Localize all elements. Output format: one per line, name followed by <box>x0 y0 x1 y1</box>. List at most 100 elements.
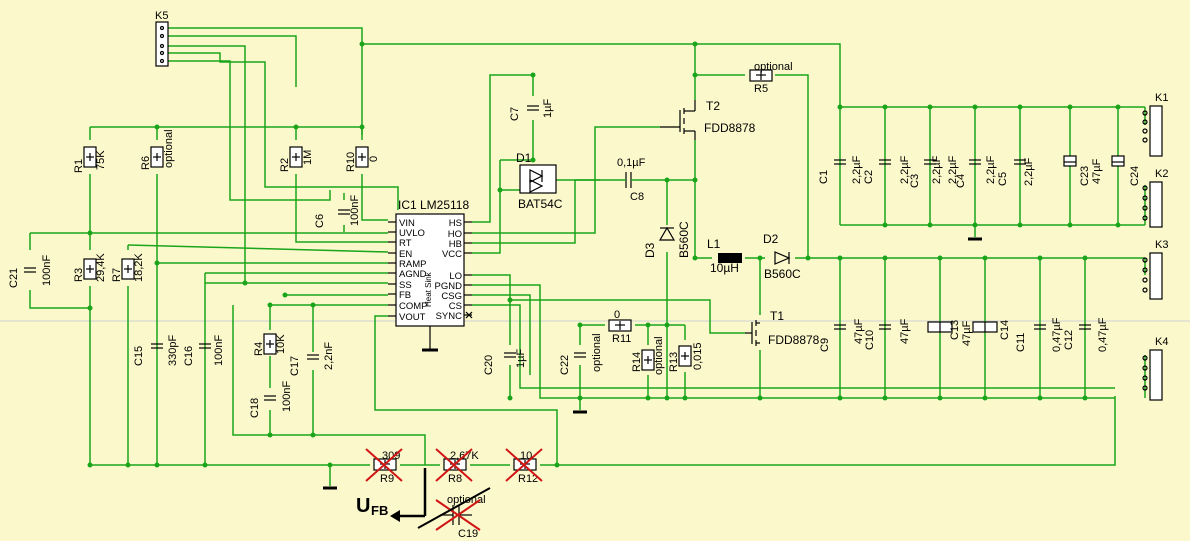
c11-label: C11 <box>1015 333 1027 352</box>
resistor-r12: 10 R12 <box>505 448 543 485</box>
r4-value: 10K <box>275 334 287 354</box>
pin-vin: VIN <box>399 218 415 229</box>
k4-label: K4 <box>1155 336 1168 348</box>
resistor-r5: optional R5 <box>749 61 793 95</box>
r5-value: optional <box>754 61 793 73</box>
pin-vcc: VCC <box>442 249 462 260</box>
r8-label: R8 <box>448 473 462 485</box>
r7-value: 18,2K <box>133 253 145 282</box>
c2-label: C2 <box>863 170 875 184</box>
cap-c14: C14 <box>972 320 1011 340</box>
cap-c6: C6 100nF <box>314 195 361 228</box>
c16-label: C16 <box>183 346 195 366</box>
c6-value: 100nF <box>349 195 361 226</box>
cap-c22: C22 optional <box>559 333 603 375</box>
r13-value: 0,015 <box>692 342 704 370</box>
c10-label: C10 <box>864 330 876 350</box>
r10-label: R10 <box>345 152 357 172</box>
cap-c15: C15 330pF <box>133 335 179 366</box>
mosfet-t1: T1 FDD8878 <box>745 309 820 347</box>
r9-value: 309 <box>382 450 400 462</box>
mosfet-t2: T2 FDD8878 <box>660 99 756 140</box>
k2-label: K2 <box>1155 168 1168 180</box>
c5-label: C5 <box>997 172 1009 186</box>
cap-c20: C20 1µF <box>483 349 527 375</box>
c3-label: C3 <box>909 174 921 188</box>
resistor-r6: R6 optional <box>140 129 175 170</box>
ic1-heatsink-label: Heat Sink <box>424 271 433 307</box>
c12-label: C12 <box>1063 330 1075 350</box>
ufb-feedback-marker: U FB <box>356 468 427 522</box>
cap-c8: 0,1µF C8 <box>600 157 646 203</box>
c11-value: 0,47µF <box>1051 317 1063 352</box>
c9-label: C9 <box>819 338 831 352</box>
pin-cs: CS <box>449 301 462 312</box>
c8-label: C8 <box>630 191 644 203</box>
resistor-r1: R1 75K <box>73 146 107 173</box>
r3-label: R3 <box>73 268 85 282</box>
c7-label: C7 <box>509 107 521 121</box>
pin-pgnd: PGND <box>435 281 463 292</box>
c20-value: 1µF <box>515 349 527 368</box>
resistor-r10: R10 0 <box>345 146 380 172</box>
pin-rt: RT <box>399 238 412 249</box>
cap-c3: C3 2,2µF <box>909 155 943 188</box>
resistor-r2: R2 1M <box>279 146 314 172</box>
c7-value: 1µF <box>542 99 554 118</box>
ufb-label: U <box>356 495 370 517</box>
d2-label: D2 <box>763 232 779 246</box>
r11-value: 0 <box>614 309 620 321</box>
cap-c5b: 2,2µF <box>1023 157 1035 186</box>
c21-label: C21 <box>8 268 20 288</box>
c16-value: 100nF <box>213 335 225 366</box>
cap-c18: C18 100nF <box>249 381 293 418</box>
ic1-left-pins: VIN UVLO RT EN RAMP AGND SS FB COMP VOUT <box>388 218 428 323</box>
ic1-label: IC1 LM25118 <box>398 198 469 212</box>
cap-c11: C11 0,47µF <box>1015 317 1063 352</box>
pin-lo: LO <box>449 271 462 282</box>
r7-label: R7 <box>111 268 123 282</box>
connector-k4: K4 <box>1142 336 1168 401</box>
pin-hb: HB <box>449 239 462 250</box>
c13-value: 47µF <box>961 320 973 346</box>
pin-uvlo: UVLO <box>399 228 425 239</box>
c8-value: 0,1µF <box>617 157 646 169</box>
r6-value: optional <box>163 129 175 168</box>
cap-c17: C17 2,2nF <box>289 342 335 376</box>
cap-c9: C9 47µF <box>819 318 865 352</box>
c14-label: C14 <box>999 320 1011 340</box>
d3-label: D3 <box>643 242 657 258</box>
ufb-subscript: FB <box>371 503 388 518</box>
r10-value: 0 <box>368 156 380 162</box>
ic1-right-pins: HS HO HB VCC LO PGND CSG CS SYNC <box>435 218 473 322</box>
pin-fb: FB <box>399 290 411 301</box>
cap-c5: C5 2,2µF <box>985 155 1026 186</box>
c23-label: C23 <box>1079 166 1091 186</box>
c22-label: C22 <box>559 355 571 375</box>
cap-c10: C10 47µF <box>864 318 911 350</box>
c17-value: 2,2nF <box>323 342 335 370</box>
c13-label: C13 <box>949 320 961 340</box>
resistor-r4: R4 10K <box>253 333 287 356</box>
r14-label: R14 <box>631 352 643 372</box>
resistor-r11: 0 R11 <box>608 309 632 345</box>
c5b-value: 2,2µF <box>1023 157 1035 186</box>
c18-label: C18 <box>249 398 261 418</box>
pin-hs: HS <box>449 218 462 229</box>
pin-csg: CSG <box>441 291 462 302</box>
r12-label: R12 <box>518 473 538 485</box>
pin-ho: HO <box>448 229 462 240</box>
c23-value: 47µF <box>1091 158 1103 184</box>
c12-value: 0,47µF <box>1097 317 1109 352</box>
resistor-r9: 309 R9 <box>365 448 403 485</box>
c6-label: C6 <box>314 214 326 228</box>
c1-label: C1 <box>818 170 830 184</box>
t1-value: FDD8878 <box>768 333 820 347</box>
cap-c24: C24 <box>1111 155 1141 186</box>
connector-k3: K3 <box>1142 239 1168 300</box>
r12-value: 10 <box>520 450 532 462</box>
r2-value: 1M <box>302 150 314 165</box>
t2-label: T2 <box>706 99 720 113</box>
r11-label: R11 <box>612 333 631 345</box>
cap-c16: C16 100nF <box>183 335 225 366</box>
